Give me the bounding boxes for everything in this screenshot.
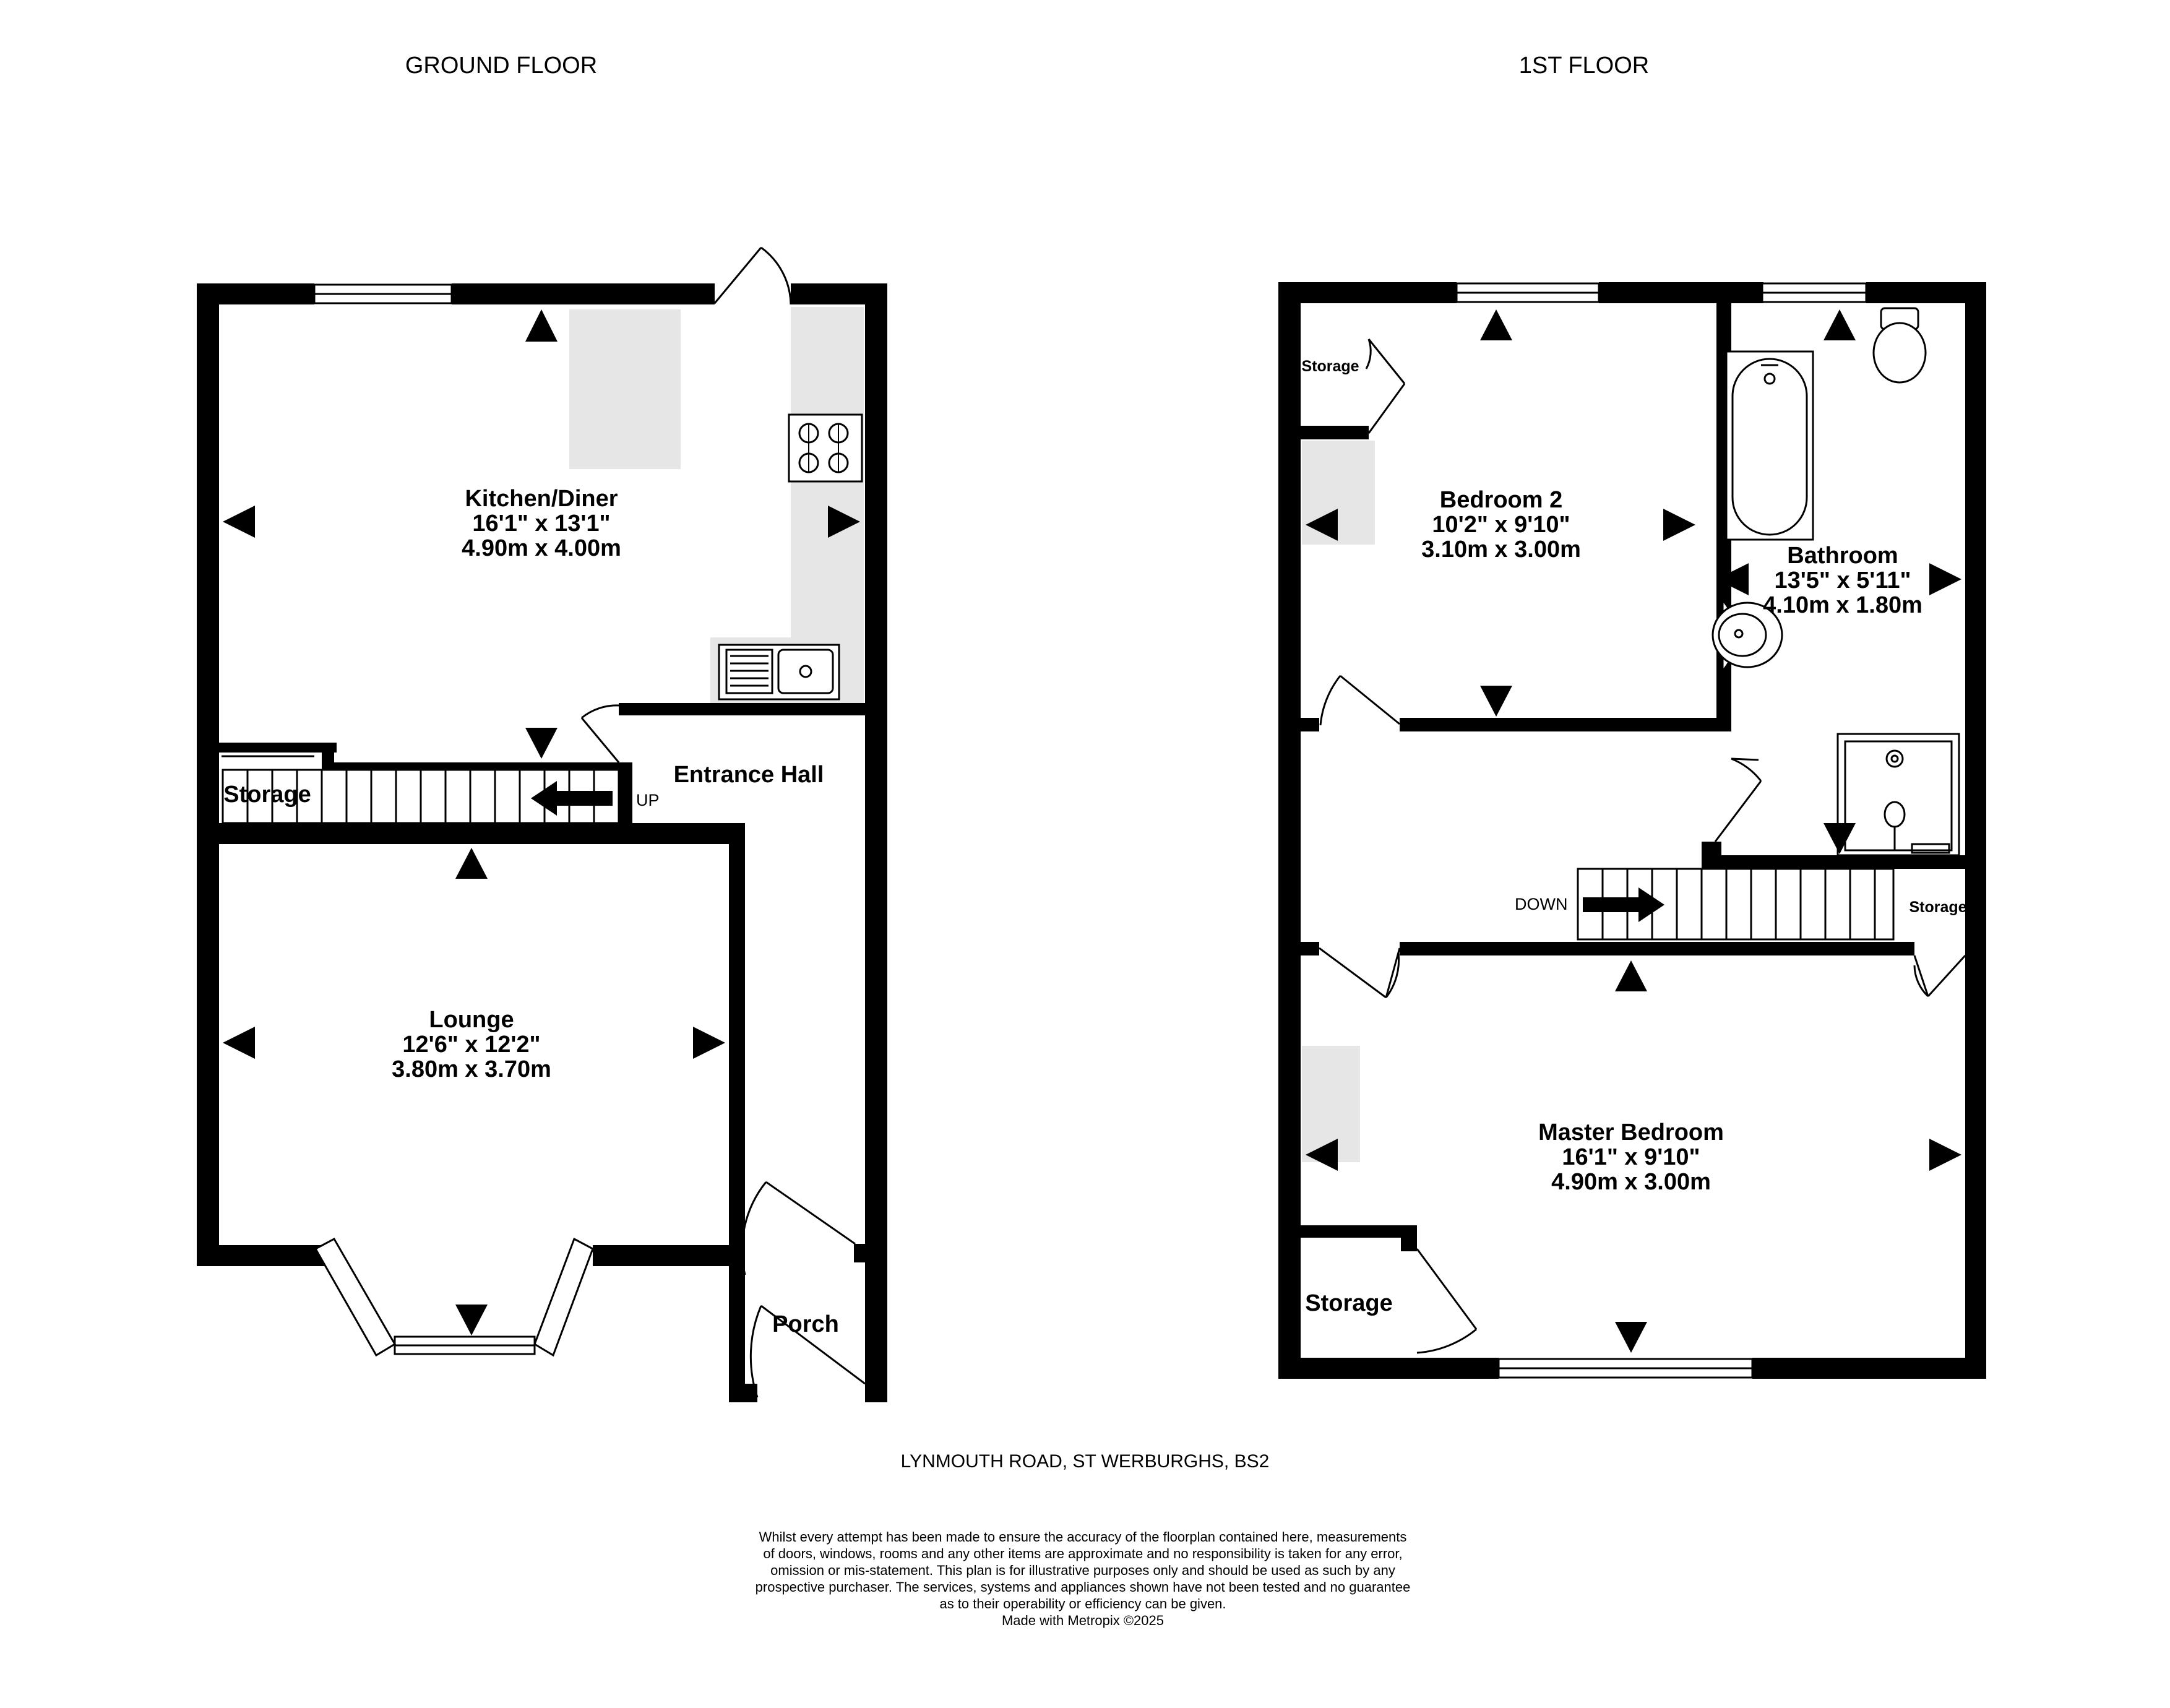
porch-name: Porch [772, 1311, 839, 1337]
master-arrow-right [1929, 1139, 1961, 1171]
disclaimer-line: of doors, windows, rooms and any other i… [763, 1546, 1403, 1561]
bedroom2-arrow-left [1306, 509, 1338, 541]
first-floor-windows [1455, 282, 1867, 1379]
lounge-imperial: 12'6" x 12'2" [402, 1032, 540, 1058]
kitchen-name: Kitchen/Diner [465, 486, 618, 512]
kitchen-metric: 4.90m x 4.00m [462, 535, 621, 561]
stairs-down-label: DOWN [1515, 895, 1567, 913]
kitchen-label: Kitchen/Diner 16'1" x 13'1" 4.90m x 4.00… [462, 486, 621, 561]
bathroom-label: Bathroom 13'5" x 5'11" 4.10m x 1.80m [1763, 543, 1922, 618]
lounge-metric: 3.80m x 3.70m [392, 1056, 551, 1082]
bedroom2-arrow-up [1480, 309, 1512, 340]
bathroom-arrow-right [1929, 563, 1961, 595]
kitchen-arrow-left [223, 506, 255, 538]
ground-floor-header: GROUND FLOOR [405, 53, 597, 79]
master-arrow-up [1615, 960, 1647, 991]
disclaimer-line: omission or mis-statement. This plan is … [770, 1563, 1395, 1578]
lounge-arrow-up [455, 848, 488, 879]
kitchen-imperial: 16'1" x 13'1" [472, 511, 610, 537]
lounge-arrow-right [693, 1027, 725, 1059]
property-address: LYNMOUTH ROAD, ST WERBURGHS, BS2 [900, 1451, 1270, 1472]
view-arrows [223, 309, 1961, 1353]
ground-floor-walls [197, 283, 887, 1402]
storage-name-landing: Storage [1909, 899, 1966, 916]
entrance-hall-name: Entrance Hall [674, 762, 824, 788]
master-arrow-left [1306, 1139, 1338, 1171]
lounge-arrow-down [455, 1305, 488, 1335]
lounge-label: Lounge 12'6" x 12'2" 3.80m x 3.70m [392, 1007, 551, 1082]
bedroom2-imperial: 10'2" x 9'10" [1432, 512, 1570, 538]
ground-floor-windows [313, 283, 594, 1357]
storage-shelf [222, 745, 314, 757]
bathroom-arrow-left [1716, 563, 1749, 595]
disclaimer-credit: Made with Metropix ©2025 [1001, 1613, 1164, 1628]
disclaimer: Whilst every attempt has been made to en… [681, 1529, 1485, 1629]
shower [1836, 733, 1960, 856]
master-metric: 4.90m x 3.00m [1551, 1169, 1711, 1195]
bedroom2-name: Bedroom 2 [1440, 487, 1562, 513]
basin [1711, 598, 1783, 673]
stairs-up-label: UP [636, 791, 660, 809]
ground-floor-plan [197, 246, 887, 1402]
storage-name-first-bottom: Storage [1305, 1290, 1392, 1316]
kitchen-arrow-down [525, 728, 558, 759]
bathroom-metric: 4.10m x 1.80m [1763, 592, 1922, 618]
lounge-name: Lounge [429, 1007, 514, 1033]
hob [788, 413, 863, 483]
first-floor-walls [1278, 282, 1986, 1379]
stairs-arrow-right [1583, 887, 1664, 922]
bedroom2-arrow-down [1480, 686, 1512, 717]
master-name: Master Bedroom [1538, 1119, 1724, 1145]
master-arrow-down [1615, 1322, 1647, 1353]
bedroom2-metric: 3.10m x 3.00m [1421, 537, 1581, 563]
bathroom-name: Bathroom [1787, 543, 1898, 569]
bathroom-arrow-up [1823, 309, 1856, 340]
kitchen-arrow-right [828, 506, 860, 538]
bathroom-imperial: 13'5" x 5'11" [1774, 567, 1911, 593]
lounge-arrow-left [223, 1027, 255, 1059]
bathroom-arrow-down [1823, 823, 1856, 854]
master-label: Master Bedroom 16'1" x 9'10" 4.90m x 3.0… [1538, 1119, 1724, 1195]
kitchen-unit [569, 309, 681, 469]
master-imperial: 16'1" x 9'10" [1562, 1144, 1700, 1170]
bath [1725, 350, 1814, 541]
bedroom2-wardrobe [1302, 441, 1375, 545]
first-floor-plan [1278, 282, 1986, 1379]
first-floor-header: 1ST FLOOR [1519, 53, 1649, 79]
storage-name-first-top: Storage [1301, 358, 1359, 375]
first-floor-doors [1319, 339, 1966, 1354]
ground-floor-doors [580, 246, 866, 1398]
stairs-arrow-left [531, 781, 613, 816]
disclaimer-line: Whilst every attempt has been made to en… [759, 1529, 1407, 1545]
storage-name-ground: Storage [223, 782, 311, 808]
bedroom2-label: Bedroom 2 10'2" x 9'10" 3.10m x 3.00m [1421, 487, 1581, 563]
bedroom2-arrow-right [1663, 509, 1695, 541]
sink [718, 644, 840, 701]
kitchen-arrow-up [525, 309, 558, 342]
toilet [1872, 307, 1927, 384]
disclaimer-line: as to their operability or efficiency ca… [939, 1596, 1226, 1611]
disclaimer-line: prospective purchaser. The services, sys… [755, 1579, 1411, 1595]
